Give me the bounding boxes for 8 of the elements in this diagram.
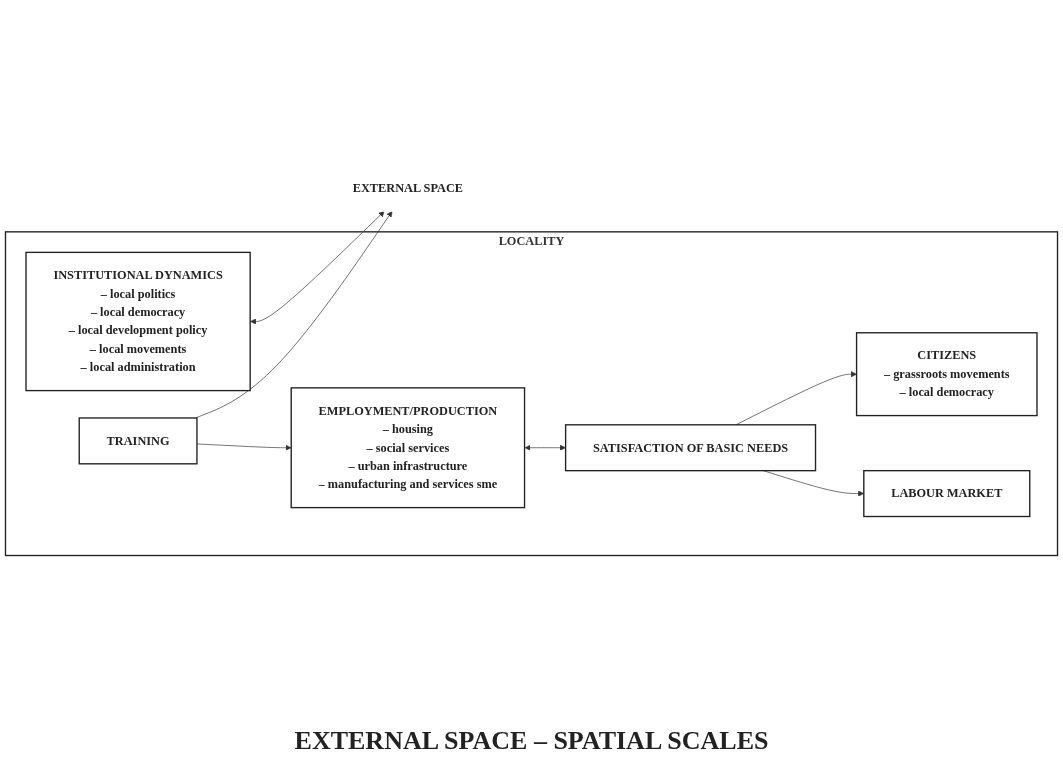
node-box: INSTITUTIONAL DYNAMICS – local politics – local democracy – local development policy – local movements – local administration: [25, 251, 251, 391]
node-box: EMPLOYMENT/PRODUCTION – housing – social services – urban infrastructure – manufacturing and services sme: [290, 386, 526, 508]
node-box: LABOUR MARKET: [863, 469, 1031, 517]
node-text: EXTERNAL SPACE: [352, 180, 464, 195]
caption: EXTERNAL SPACE – SPATIAL SCALES: [294, 725, 769, 757]
node-box: TRAINING: [78, 416, 198, 464]
node-box: SATISFACTION OF BASIC NEEDS: [564, 423, 817, 471]
node-box: CITIZENS – grassroots movements – local democracy: [855, 331, 1038, 416]
